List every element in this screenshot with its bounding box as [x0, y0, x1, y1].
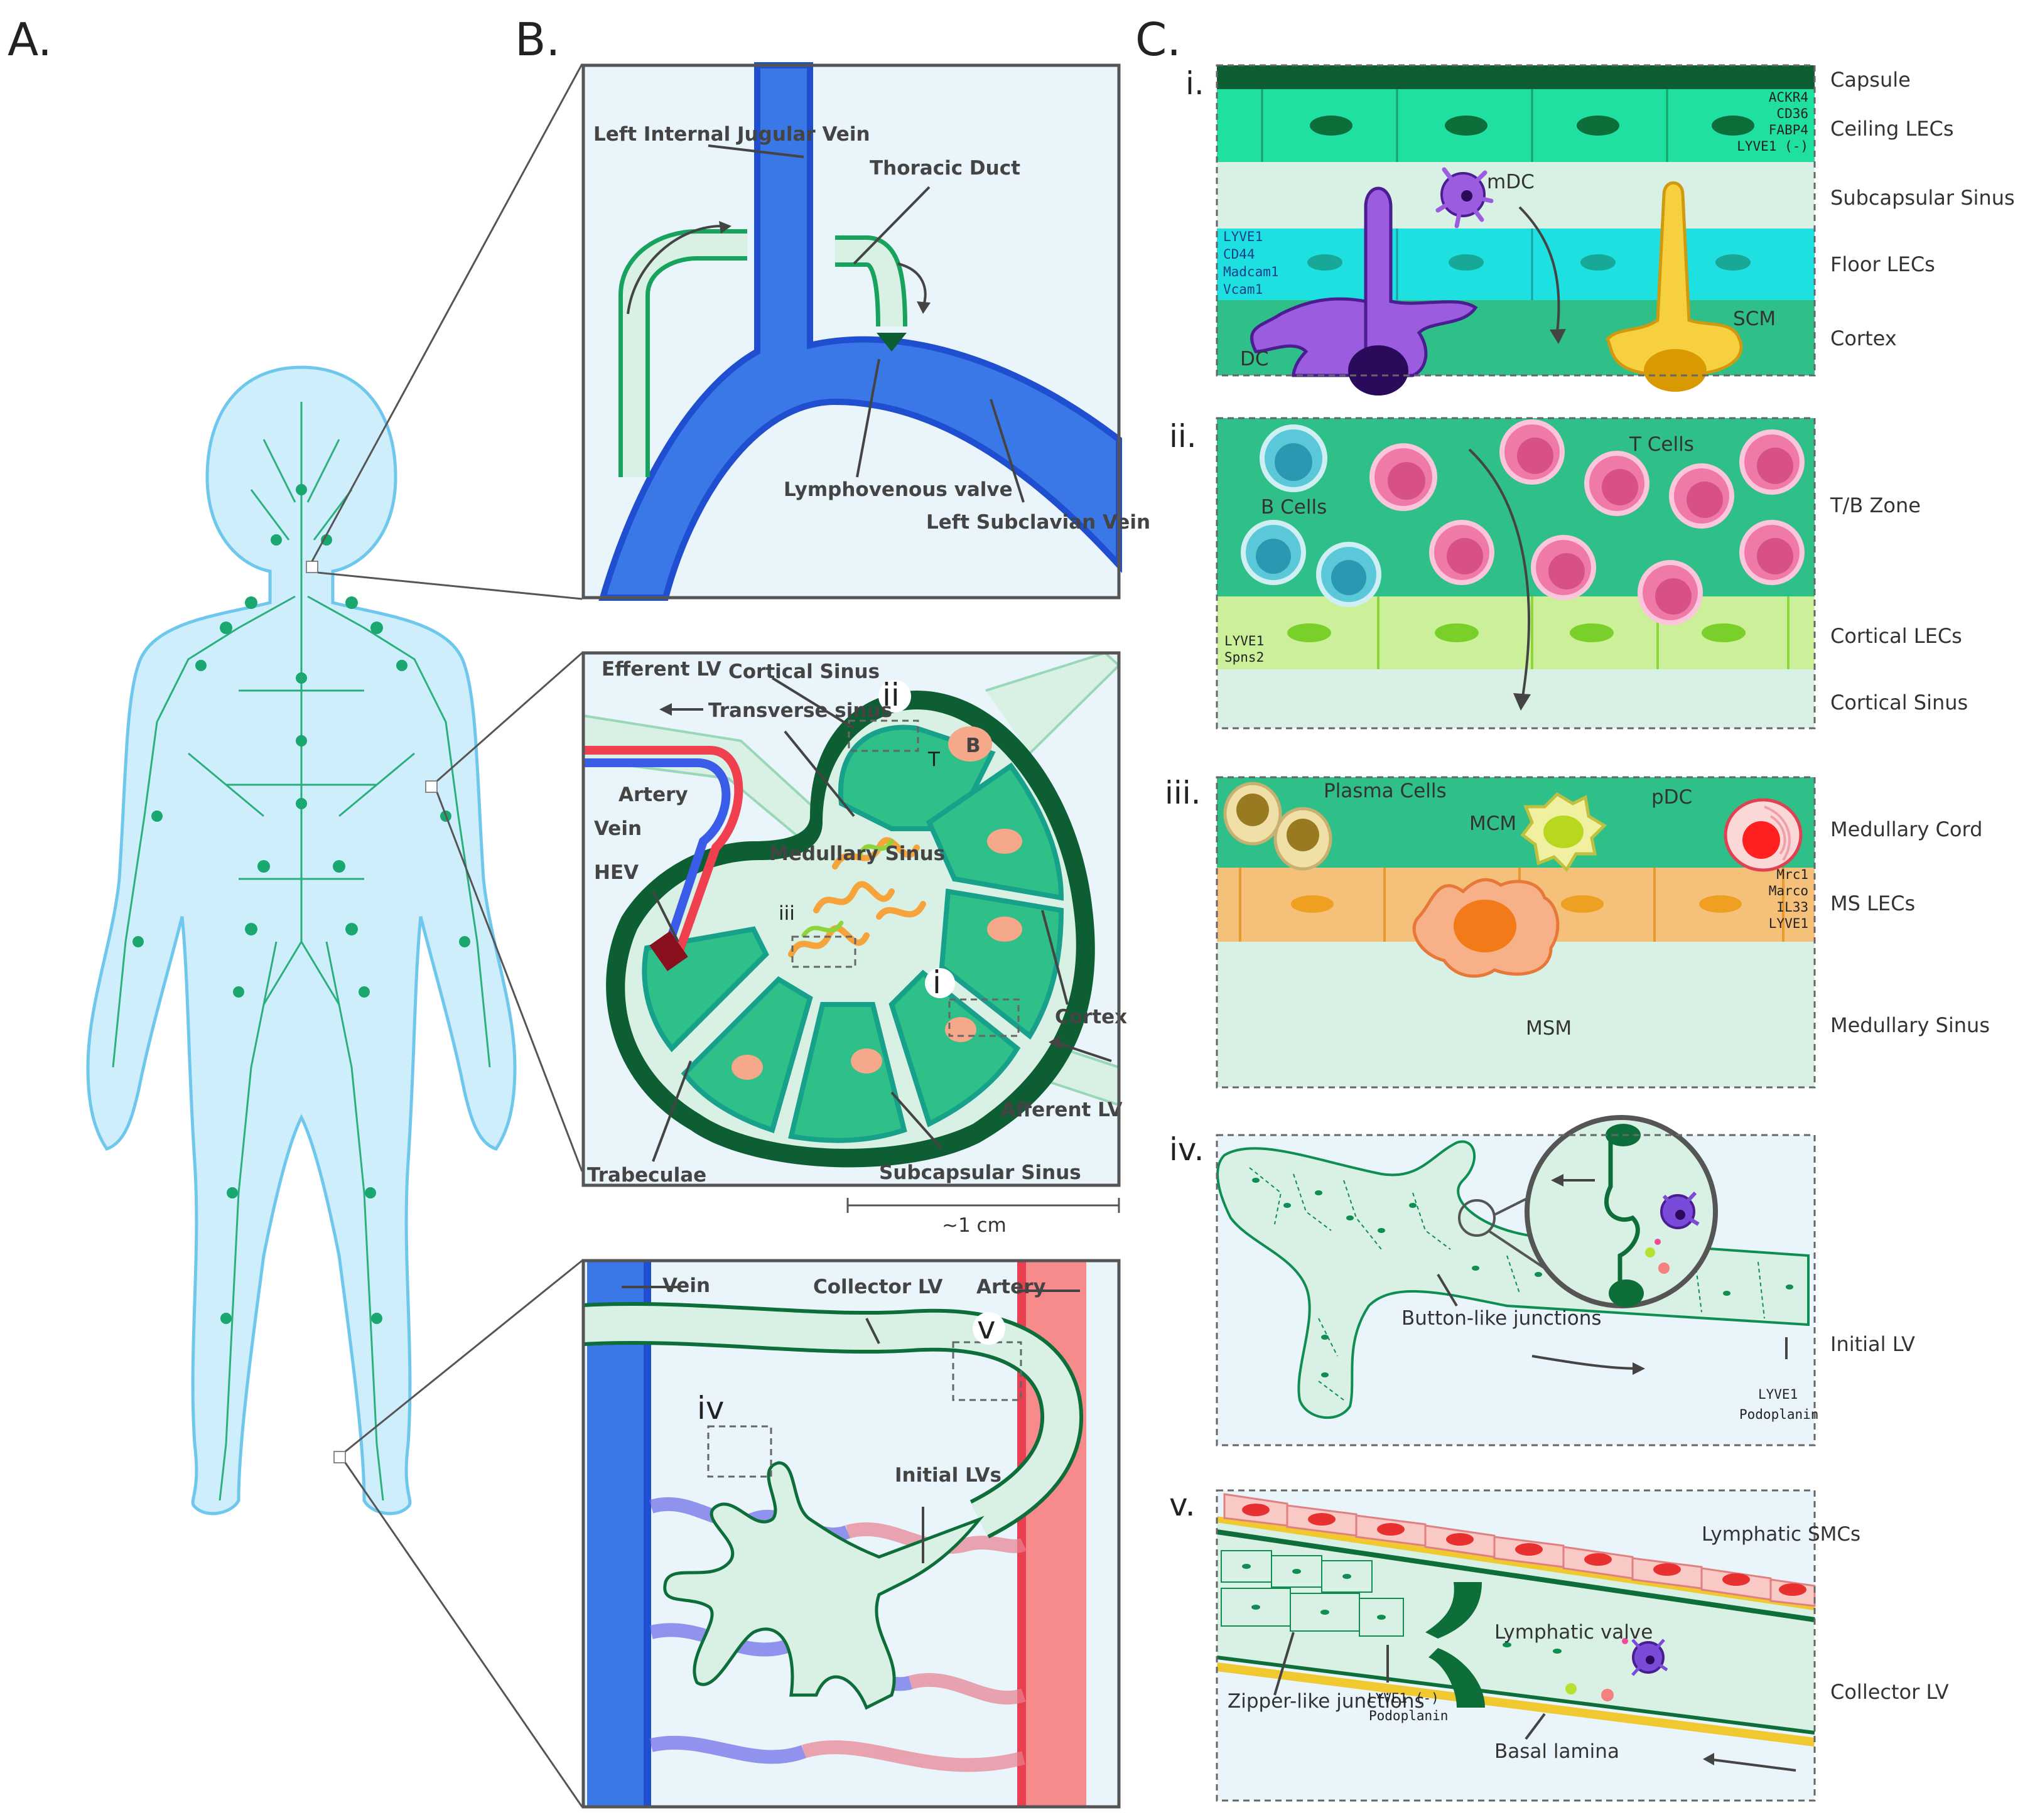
panel-c-ii: ii. LYVE1 Spns2 T Cells B Cells T/B Zone… [1169, 417, 1968, 730]
floor-marker-2: CD44 [1223, 247, 1255, 262]
label-subcapsular-sinus: Subcapsular Sinus [879, 1161, 1081, 1184]
svg-text:Cortical Sinus: Cortical Sinus [728, 660, 880, 683]
label-lymphatic-smcs: Lymphatic SMCs [1702, 1523, 1860, 1546]
label-left-subclavian-vein: Left Subclavian Vein [926, 511, 1150, 534]
label-trabeculae: Trabeculae [587, 1164, 706, 1187]
label-dc: DC [1240, 348, 1269, 370]
panel-c-v: v. [1169, 1487, 1949, 1802]
layer-initial-lv: Initial LV [1830, 1332, 1915, 1356]
layer-medullary-cord: Medullary Cord [1830, 817, 1982, 841]
layer-collector-lv: Collector LV [1830, 1680, 1949, 1704]
ceiling-marker-2: CD36 [1776, 106, 1808, 121]
svg-text:Vcam1: Vcam1 [1223, 282, 1263, 297]
ms-marker-3: IL33 [1776, 900, 1808, 915]
ms-marker-4: LYVE1 [1769, 916, 1808, 931]
label-artery-b3: Artery [976, 1276, 1046, 1298]
panel-label-c: C. [1135, 13, 1181, 66]
svg-text:Madcam1: Madcam1 [1223, 264, 1279, 279]
scale-label: ~1 cm [942, 1214, 1007, 1237]
iv-marker-1: LYVE1 [1758, 1387, 1798, 1402]
label-basal-lamina: Basal lamina [1494, 1740, 1619, 1763]
label-mdc: mDC [1487, 171, 1535, 193]
panel-b1-thoracic-duct: Left Internal Jugular Vein Thoracic Duct… [581, 62, 1150, 601]
label-zipper-junctions: Zipper-like junctions [1228, 1690, 1425, 1713]
zoom-leaders [311, 63, 583, 1807]
floor-marker-4: Vcam1 [1223, 282, 1263, 297]
label-medullary-sinus: Medullary Sinus [769, 843, 945, 865]
label-msm: MSM [1526, 1017, 1572, 1040]
roi-label-iv: iv [697, 1390, 724, 1426]
ceiling-marker-4: LYVE1 (-) [1737, 139, 1808, 154]
label-plasma-cells: Plasma Cells [1324, 780, 1447, 802]
svg-text:LYVE1: LYVE1 [1223, 229, 1263, 244]
floor-marker-3: Madcam1 [1223, 264, 1279, 279]
v-marker-2: Podoplanin [1369, 1708, 1448, 1723]
ceiling-marker-3: FABP4 [1769, 122, 1808, 137]
layer-ms-lecs: MS LECs [1830, 891, 1915, 915]
roman-iii: iii. [1165, 775, 1201, 811]
layer-floor-lecs: Floor LECs [1830, 252, 1935, 276]
label-initial-lvs: Initial LVs [895, 1464, 1002, 1487]
layer-tb-zone: T/B Zone [1830, 493, 1921, 517]
svg-text:Left Internal Jugular Vein: Left Internal Jugular Vein [593, 123, 870, 146]
label-artery: Artery [618, 783, 688, 806]
label-transverse-sinus: Transverse sinus [708, 699, 892, 722]
label-t-cells: T Cells [1629, 433, 1694, 456]
layer-subcapsular-sinus: Subcapsular Sinus [1830, 186, 2015, 210]
roi-label-ii: ii [882, 677, 900, 713]
label-mcm: MCM [1469, 812, 1516, 835]
ms-marker-2: Marco [1769, 883, 1808, 898]
roman-v: v. [1169, 1487, 1196, 1523]
label-cortex: Cortex [1055, 1006, 1127, 1028]
layer-cortex: Cortex [1830, 326, 1897, 350]
roman-ii: ii. [1169, 418, 1197, 455]
layer-medullary-sinus: Medullary Sinus [1830, 1013, 1990, 1037]
panel-label-a: A. [8, 13, 52, 66]
label-afferent-lv: Afferent LV [1001, 1099, 1123, 1121]
cortical-marker-2: Spns2 [1224, 650, 1264, 665]
floor-marker-1: LYVE1 [1223, 229, 1263, 244]
label-lymphovenous-valve: Lymphovenous valve [784, 478, 1013, 501]
label-collector-lv: Collector LV [813, 1276, 942, 1298]
cortical-marker-1: LYVE1 [1224, 633, 1264, 649]
panel-c-iv: iv. Butt [1169, 1115, 1915, 1446]
roi-tissue-marker [333, 1451, 346, 1463]
svg-text:CD44: CD44 [1223, 247, 1255, 262]
label-efferent-lv: Efferent LV [602, 658, 721, 681]
label-hev: HEV [594, 861, 639, 884]
panel-b2-lymph-node: ii iii i Cortical Sinus Transverse sinus… [581, 651, 1127, 1237]
roi-label-v: v [977, 1310, 996, 1346]
label-vein-b3: Vein [662, 1274, 710, 1297]
label-vein: Vein [594, 817, 642, 840]
roman-i: i. [1185, 65, 1204, 102]
label-b-follicle: B [966, 735, 981, 757]
v-marker-1: LYVE1 (-) [1368, 1691, 1439, 1706]
panel-c-i: i. LYVE1 CD44 Madcam [1185, 64, 2015, 396]
panel-b3-tissue: v iv Vein Collector LV Artery Initial LV… [581, 1259, 1121, 1809]
roman-iv: iv. [1169, 1131, 1204, 1168]
label-t-zone: T [927, 748, 941, 771]
human-body-figure [86, 365, 517, 1516]
ms-marker-1: Mrc1 [1776, 867, 1808, 882]
label-b-cells: B Cells [1261, 496, 1327, 519]
roi-label-iii: iii [779, 902, 795, 925]
roi-label-i: i [932, 964, 941, 1001]
panel-c-iii: iii. Mrc1 Marco IL33 LYVE1 Plasma Cells … [1165, 775, 1990, 1089]
layer-capsule: Capsule [1830, 68, 1911, 92]
panel-label-b: B. [515, 13, 560, 66]
roi-node-marker [425, 780, 438, 793]
label-lymphatic-valve: Lymphatic valve [1494, 1621, 1653, 1644]
roi-neck-marker [306, 561, 318, 573]
label-pdc: pDC [1651, 786, 1692, 809]
iv-marker-2: Podoplanin [1739, 1407, 1818, 1422]
layer-ceiling-lecs: Ceiling LECs [1830, 117, 1954, 141]
label-thoracic-duct: Thoracic Duct [870, 157, 1020, 180]
label-button-junctions: Button-like junctions [1401, 1307, 1602, 1330]
label-left-internal-jugular-vein: Left Internal Jugular Vein [593, 123, 870, 146]
layer-cortical-sinus: Cortical Sinus [1830, 691, 1968, 714]
layer-cortical-lecs: Cortical LECs [1830, 624, 1962, 648]
ceiling-marker-1: ACKR4 [1769, 90, 1808, 105]
label-scm: SCM [1733, 308, 1776, 330]
label-cortical-sinus: Cortical Sinus [728, 660, 880, 683]
